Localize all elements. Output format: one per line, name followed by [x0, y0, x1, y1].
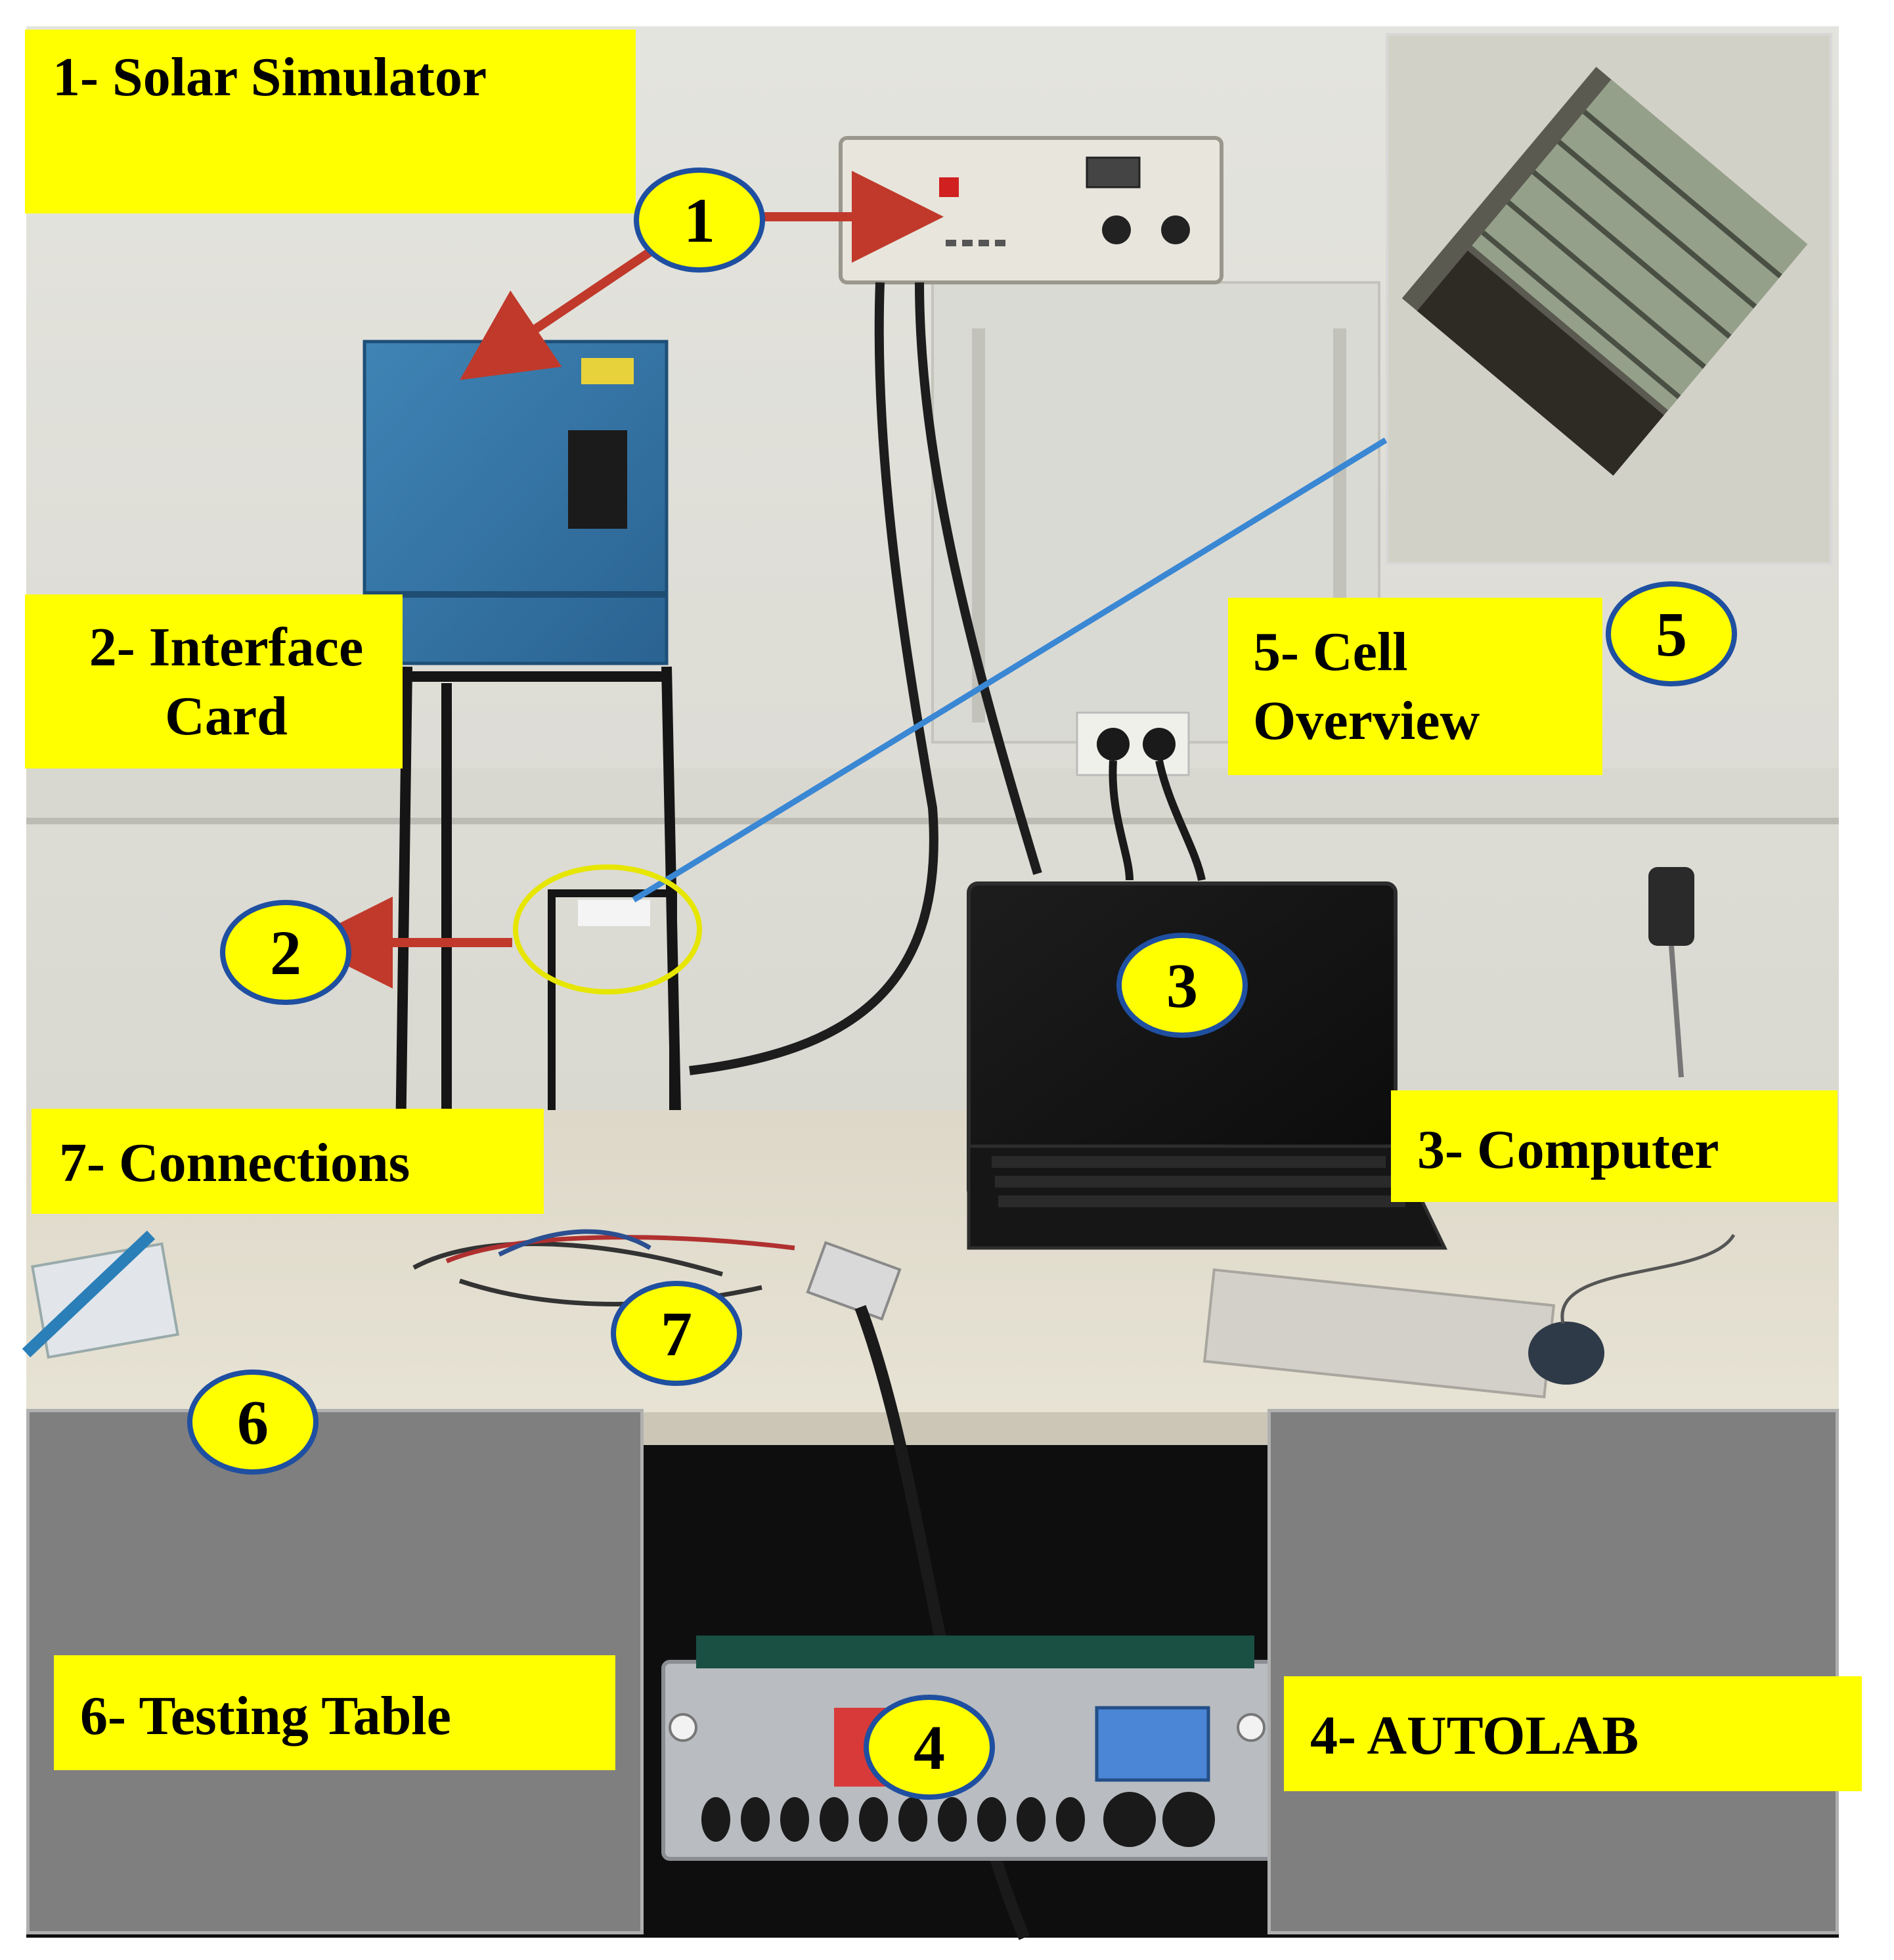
badge-5: 5 [1606, 581, 1737, 686]
cell-overview-inset [1386, 33, 1832, 565]
cell-zoom-line [632, 437, 1388, 902]
cable-connector [806, 1241, 902, 1321]
label-computer: 3- Computer [1391, 1090, 1838, 1202]
label-autolab: 4- AUTOLAB [1284, 1676, 1862, 1791]
badge-6: 6 [187, 1370, 319, 1475]
label-solar-simulator: 1- Solar Simulator [25, 30, 636, 213]
badge-1: 1 [634, 167, 765, 273]
autolab-panel [1267, 1409, 1839, 1934]
label-interface-card: 2- Interface Card [25, 594, 403, 768]
badge-3: 3 [1116, 933, 1248, 1038]
badge-7: 7 [611, 1281, 742, 1386]
mouse [1528, 1322, 1604, 1385]
label-connections: 7- Connections [32, 1109, 544, 1214]
label-testing-table: 6- Testing Table [54, 1655, 615, 1770]
badge-4: 4 [864, 1695, 995, 1800]
label-cell-overview: 5- Cell Overview [1228, 598, 1602, 775]
cell-highlight-ellipse [513, 864, 702, 994]
badge-2: 2 [220, 900, 351, 1005]
solar-cell-image [1388, 35, 1830, 562]
arrow-1-to-lamp-housing [460, 246, 656, 380]
